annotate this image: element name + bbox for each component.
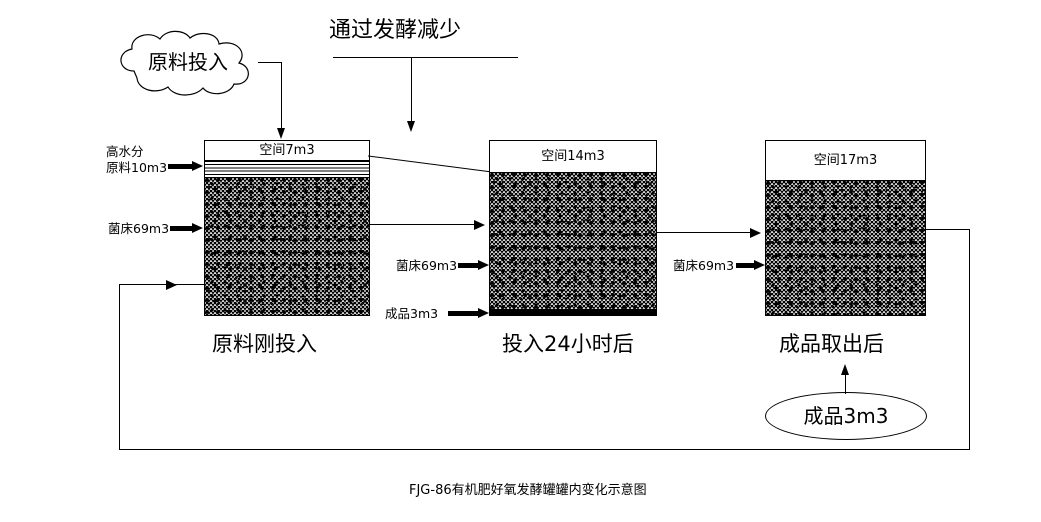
- tank-3-bed-fill: [766, 181, 925, 315]
- tank-2-bed-leader-line: [458, 263, 480, 268]
- tank-3: 空间17m3: [765, 140, 926, 316]
- tank-2-headspace-label: 空间14m3: [541, 149, 605, 164]
- product-output-label: 成品3m3: [803, 404, 889, 428]
- cloud-shape-icon: [120, 30, 249, 96]
- tank-1-bed-label: 菌床69m3: [108, 221, 170, 236]
- connector-tank2-tank3: [657, 232, 753, 233]
- tank-3-headspace: 空间17m3: [766, 141, 925, 181]
- tank-1: 空间7m3: [204, 140, 370, 316]
- tank-3-headspace-label: 空间17m3: [813, 153, 878, 168]
- tank-1-headspace-label: 空间7m3: [259, 143, 315, 158]
- tank-3-caption: 成品取出后: [779, 332, 884, 356]
- tank-2: 空间14m3: [489, 140, 657, 316]
- banner-arrow-down-icon: [407, 121, 415, 132]
- recycle-loop-arrow-icon: [166, 280, 177, 290]
- cloud-arrow-down-icon: [277, 128, 285, 139]
- cloud-label: 原料投入: [148, 50, 228, 74]
- tank-3-bed-label: 菌床69m3: [673, 258, 735, 273]
- tank-2-bed-arrow-icon: [478, 260, 489, 270]
- tank-1-caption: 原料刚投入: [212, 332, 317, 356]
- recycle-loop-top-right: [926, 229, 970, 230]
- tank-1-feed-label-line1: 高水分: [106, 144, 144, 159]
- raw-material-cloud: 原料投入: [108, 28, 268, 98]
- tank-1-wet-material-band: [205, 161, 369, 178]
- tank-2-bed-fill: [490, 173, 656, 309]
- product-arrow-up-icon: [841, 364, 849, 375]
- banner-drop-line: [411, 57, 412, 125]
- recycle-loop-left: [119, 284, 120, 450]
- tank-3-bed-leader-line: [736, 263, 756, 268]
- cloud-connector-horizontal: [258, 62, 282, 63]
- product-output-ellipse: 成品3m3: [765, 392, 927, 440]
- tank-2-product-leader-line: [448, 311, 480, 316]
- connector-tank1-tank2-arrow-icon: [474, 220, 485, 230]
- cloud-connector-vertical: [281, 62, 282, 132]
- tank-2-product-arrow-icon: [478, 308, 489, 318]
- banner-title: 通过发酵减少: [329, 18, 462, 43]
- tank-2-product-band: [490, 309, 656, 315]
- connector-tank2-tank3-arrow-icon: [750, 228, 761, 238]
- tank-2-headspace: 空间14m3: [490, 141, 656, 173]
- tank-1-feed-leader-line: [168, 164, 194, 169]
- tank-3-bed-arrow-icon: [754, 260, 765, 270]
- footer-caption: FJG-86有机肥好氧发酵罐罐内变化示意图: [409, 483, 647, 498]
- tank-1-feed-arrow-icon: [192, 161, 203, 171]
- recycle-loop-right: [969, 229, 970, 450]
- recycle-loop-top-left: [119, 284, 204, 285]
- tank-1-feed-label-line2: 原料10m3: [106, 160, 168, 175]
- tank-1-bed-leader-line: [170, 226, 194, 231]
- tank-2-product-label: 成品3m3: [385, 306, 439, 321]
- connector-tank1-tank2: [370, 224, 476, 225]
- tank-1-bed-arrow-icon: [192, 223, 203, 233]
- tank-1-bed-fill: [205, 178, 369, 315]
- tank-2-bed-label: 菌床69m3: [396, 258, 458, 273]
- product-arrow-line: [845, 368, 846, 394]
- banner-bracket-line: [333, 57, 518, 58]
- tank-1-headspace: 空间7m3: [205, 141, 369, 161]
- recycle-loop-bottom: [119, 449, 970, 450]
- tank-2-caption: 投入24小时后: [502, 332, 634, 356]
- shrink-diagonal-line: [368, 155, 493, 173]
